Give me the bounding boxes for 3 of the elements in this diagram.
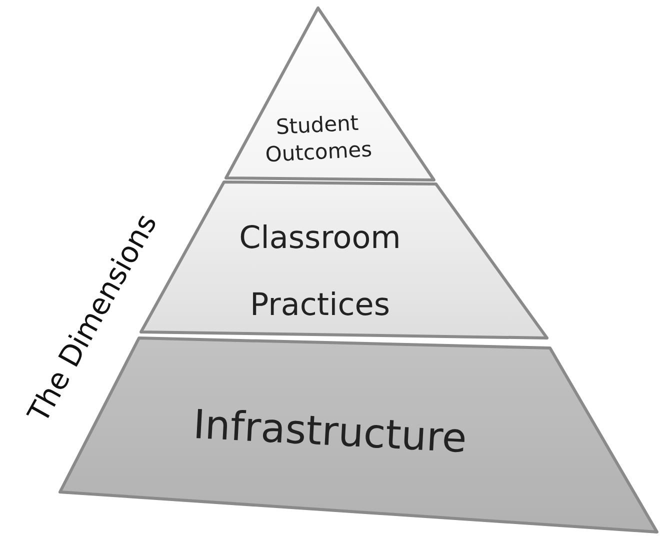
tier-label: Student Outcomes (264, 110, 374, 170)
tier-label: Infrastructure (191, 400, 469, 464)
tier-label: Classroom Practices (238, 219, 402, 325)
